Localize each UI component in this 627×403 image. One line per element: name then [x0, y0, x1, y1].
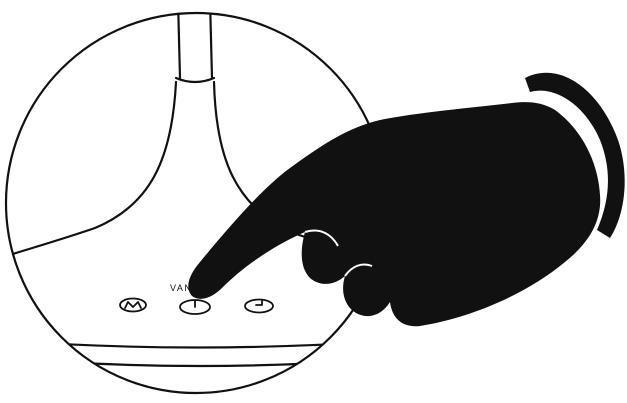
- lamp-neck: [176, 13, 214, 80]
- m-mode-icon: [124, 301, 142, 309]
- base-band-bottom: [8, 356, 386, 368]
- mode-button[interactable]: [119, 297, 147, 313]
- timer-button[interactable]: [244, 298, 274, 314]
- finger-gap-1: [304, 229, 339, 247]
- cuff-outer: [525, 72, 625, 238]
- pointing-hand-icon: [188, 72, 625, 327]
- lamp-collar: [174, 76, 216, 84]
- finger-gap-2: [344, 263, 373, 277]
- timer-icon: [255, 300, 263, 306]
- base-band-top: [6, 338, 386, 349]
- hand-silhouette: [188, 102, 601, 327]
- power-button[interactable]: [179, 299, 211, 315]
